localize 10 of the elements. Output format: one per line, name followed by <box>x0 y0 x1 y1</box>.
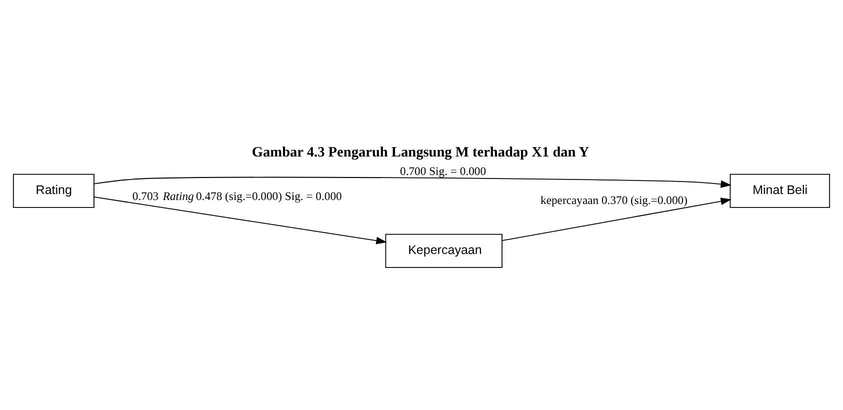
arrow <box>502 198 732 241</box>
edge-label: 0.703 Rating 0.478 (sig.=0.000) Sig. = 0.000 <box>132 190 342 204</box>
edge-label: kepercayaan 0.370 (sig.=0.000) <box>540 194 688 207</box>
node-box: Rating <box>12 174 94 208</box>
node-box: Minat Beli <box>730 174 830 208</box>
node-box: Kepercayaan <box>385 234 502 268</box>
edge-label: 0.700 Sig. = 0.000 <box>400 165 486 178</box>
arrow <box>94 176 732 188</box>
diagram-title: Gambar 4.3 Pengaruh Langsung M terhadap X1 dan Y <box>252 144 590 161</box>
arrow <box>94 196 387 244</box>
